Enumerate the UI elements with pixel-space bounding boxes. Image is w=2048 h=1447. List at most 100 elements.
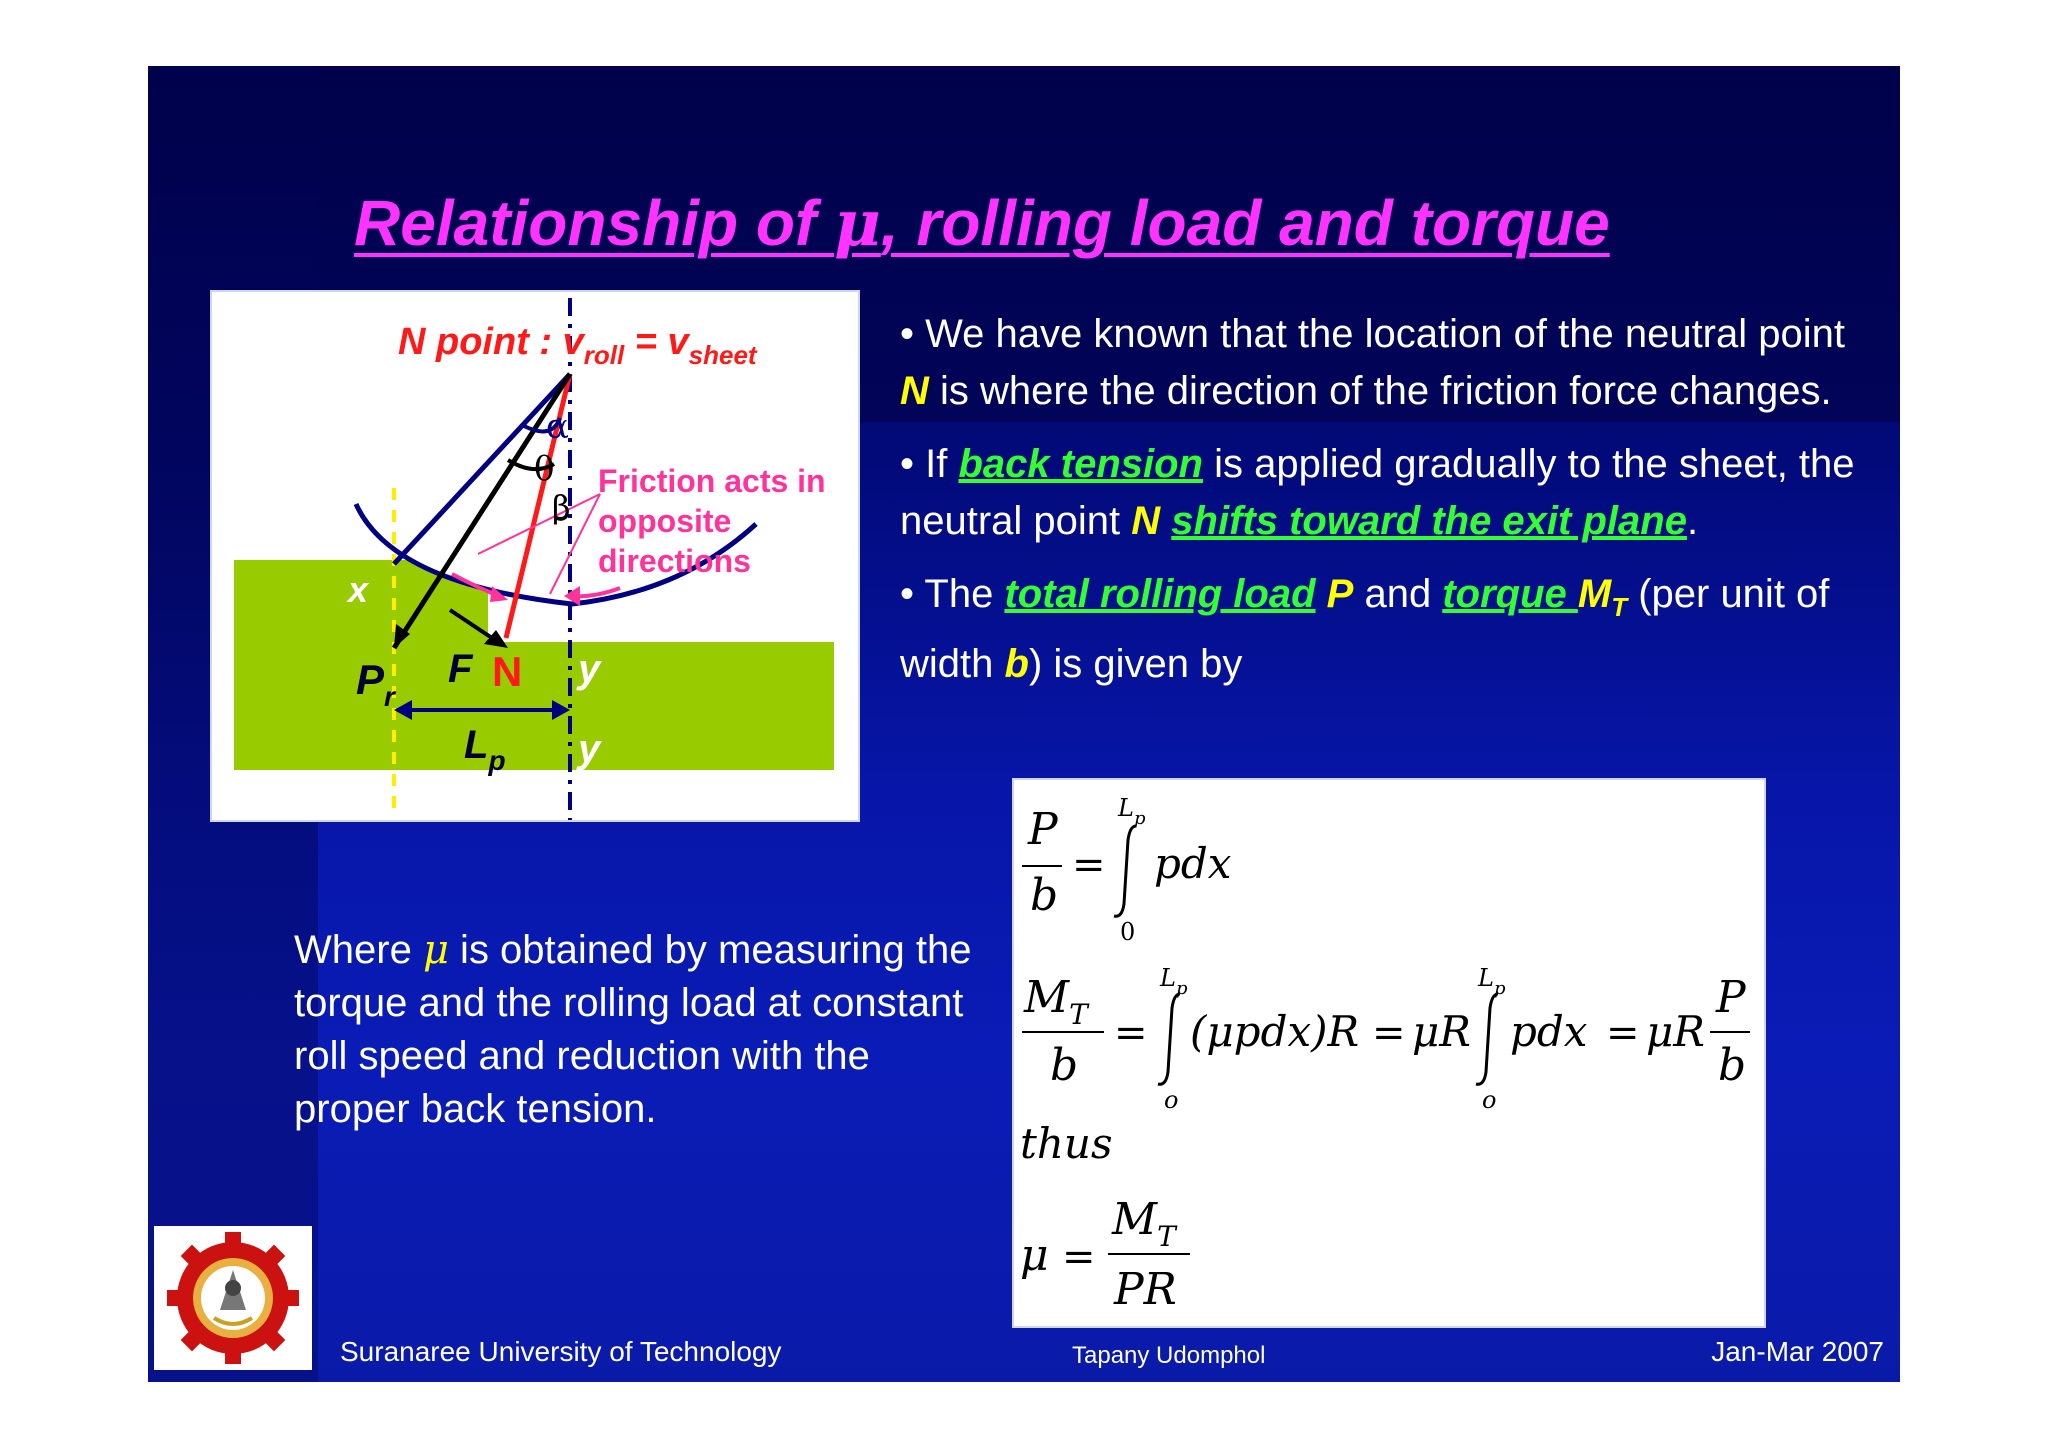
bullet-3-text-a: • The	[900, 572, 1005, 616]
f-arrowhead	[484, 630, 508, 648]
n-point-label: N point : vroll = vsheet	[398, 321, 758, 370]
friction-callout-line-2	[549, 493, 601, 595]
radius-entry-line	[392, 372, 572, 566]
lp-arrowhead-right	[552, 700, 570, 720]
slide-title: Relationship of μ, rolling load and torq…	[354, 186, 1754, 261]
theta-arc	[506, 458, 556, 472]
equation-mu: μ = MT PR	[1020, 1194, 1190, 1315]
gear-emblem-icon	[167, 1232, 299, 1364]
bullet-3-space	[1316, 572, 1327, 616]
bullet-1-text-a: • We have known that the location of the…	[900, 312, 1845, 356]
eq3-m: MT	[1111, 1194, 1178, 1253]
bullet-3-text-end: ) is given by	[1028, 642, 1243, 686]
f-force-arrow	[448, 608, 500, 644]
bullet-3-text-c: (per unit of width	[900, 572, 1830, 686]
friction-callout-line-1	[477, 493, 601, 555]
torque-symbol-mt: MT	[1578, 572, 1627, 622]
eq2-integral-sign-1	[1157, 992, 1181, 1086]
eq2-b: b	[1050, 1040, 1078, 1091]
eq2-integral-sign-2	[1475, 992, 1499, 1086]
bullet-2-space	[1160, 499, 1171, 543]
rolling-diagram: N point : vroll = vsheet α θ β Friction …	[210, 290, 860, 822]
title-pre: Relationship of	[354, 187, 834, 259]
total-load-term: total rolling load	[1004, 572, 1316, 616]
y-top-label: y	[576, 647, 602, 691]
bullet-2-text-b: is applied gradually to the sheet, the n…	[900, 442, 1855, 543]
f-label: F	[448, 647, 474, 691]
n-label: N	[492, 648, 522, 695]
bullet-2: • If back tension is applied gradually t…	[900, 436, 1880, 550]
friction-text-line-1: Friction acts in	[598, 463, 826, 499]
lp-label: Lp	[464, 723, 506, 776]
eq2-equals-3: =	[1606, 1010, 1640, 1056]
title-post: , rolling load and torque	[880, 187, 1610, 259]
eq2-lower-limit-1: o	[1164, 1086, 1178, 1114]
university-logo	[154, 1226, 312, 1370]
eq2-mur: μR	[1412, 1007, 1471, 1056]
bullet-3-text-b: and	[1353, 572, 1443, 616]
eq2-b-2: b	[1718, 1040, 1746, 1091]
eq2-p: P	[1715, 972, 1747, 1023]
x-top-label: x	[346, 569, 370, 610]
torque-term: torque	[1442, 572, 1578, 616]
theta-label: θ	[534, 449, 554, 489]
beta-arc	[555, 513, 570, 521]
bullet-1-text-b: is where the direction of the friction f…	[928, 369, 1832, 413]
eq2-equals-1: =	[1114, 1010, 1148, 1056]
pr-force-arrow	[391, 372, 573, 650]
back-tension-term: back tension	[958, 442, 1203, 486]
bullet-3: • The total rolling load P and torque MT…	[900, 566, 1880, 693]
eq2-lower-limit-2: o	[1482, 1086, 1496, 1114]
eq1-integral-sign	[1113, 824, 1137, 918]
eq3-pr: PR	[1113, 1264, 1177, 1315]
friction-arrowhead-right	[564, 586, 580, 606]
neutral-point-n-2: N	[1131, 499, 1161, 543]
sheet-exit-region	[234, 642, 834, 770]
friction-text-line-2: opposite	[598, 503, 731, 539]
where-mu-symbol: μ	[422, 927, 449, 973]
torque-symbol-sub: T	[1611, 592, 1628, 622]
eq3-mu: μ	[1020, 1230, 1049, 1281]
eq3-equals: =	[1062, 1234, 1096, 1280]
title-mu: μ	[834, 186, 881, 261]
footer-author: Tapany Udomphol	[1072, 1342, 1266, 1369]
x-bottom-label: x	[348, 759, 372, 800]
load-symbol-p: P	[1326, 572, 1354, 616]
eq2-upper-limit-2: Lp	[1477, 964, 1506, 999]
alpha-label: α	[546, 407, 569, 447]
where-text-b: is obtained by measuring the torque and …	[294, 928, 972, 1131]
where-text-a: Where	[294, 928, 423, 972]
bullet-1: • We have known that the location of the…	[900, 306, 1880, 420]
eq1-p: P	[1027, 804, 1059, 855]
eq2-upper-limit-1: Lp	[1159, 964, 1188, 999]
formula-box: P b = Lp 0 pdx MT b = Lp o (μpdx)R = μR	[1012, 778, 1766, 1328]
neutral-point-n: N	[900, 369, 929, 413]
beta-label: β	[552, 488, 571, 526]
friction-arrowhead-left	[490, 586, 508, 602]
pr-label: Pr	[356, 656, 397, 712]
y-bottom-label: y	[576, 727, 602, 771]
width-symbol-b: b	[1004, 642, 1029, 686]
eq2-equals-2: =	[1372, 1010, 1406, 1056]
eq1-lower-limit: 0	[1120, 918, 1135, 946]
friction-text-line-3: directions	[598, 543, 751, 579]
footer-university: Suranaree University of Technology	[340, 1336, 782, 1367]
equation-load: P b = Lp 0 pdx	[1022, 794, 1232, 946]
eq1-b: b	[1030, 870, 1058, 921]
bullet-list: • We have known that the location of the…	[900, 306, 1880, 709]
eq1-equals: =	[1072, 842, 1106, 888]
shift-exit-term: shifts toward the exit plane	[1171, 499, 1687, 543]
eq2-m: MT	[1023, 972, 1090, 1031]
thus-word: thus	[1020, 1119, 1113, 1168]
eq2-mur-2: μR	[1646, 1007, 1705, 1056]
lp-arrowhead-left	[394, 700, 412, 720]
alpha-arc	[523, 417, 562, 434]
eq2-mupdx: (μpdx)R	[1190, 1007, 1359, 1056]
mu-explanation: Where μ is obtained by measuring the tor…	[294, 924, 974, 1136]
equation-torque: MT b = Lp o (μpdx)R = μR Lp o pdx = μR P…	[1022, 964, 1750, 1114]
eq1-pdx: pdx	[1154, 839, 1232, 888]
eq1-upper-limit: Lp	[1117, 794, 1146, 829]
pr-arrowhead	[394, 624, 410, 648]
footer-date: Jan-Mar 2007	[1711, 1336, 1884, 1367]
bullet-2-text-end: .	[1686, 499, 1699, 543]
